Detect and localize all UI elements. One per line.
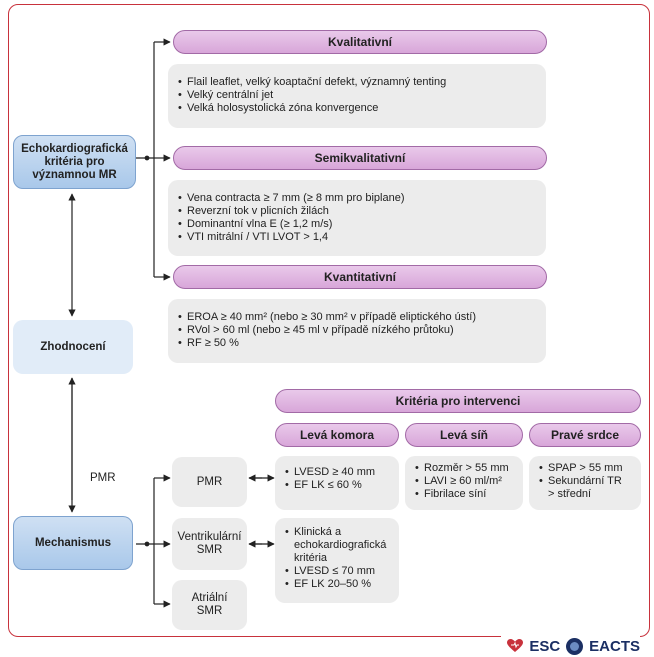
- list-item: VTI mitrální / VTI LVOT > 1,4: [178, 231, 536, 244]
- qualitative-panel: Flail leaflet, velký koaptační defekt, v…: [168, 64, 546, 128]
- list-item: Flail leaflet, velký koaptační defekt, v…: [178, 76, 536, 89]
- pmr-title: PMR: [196, 475, 223, 488]
- asmr-title: Atriální SMR: [191, 592, 228, 617]
- list-item: RVol > 60 ml (nebo ≥ 45 ml v případě níz…: [178, 324, 536, 337]
- pmr-la-panel: Rozměr > 55 mm LAVI ≥ 60 ml/m² Fibrilace…: [405, 456, 523, 510]
- vsmr-title: Ventrikulární SMR: [177, 531, 242, 556]
- list-item: Fibrilace síní: [415, 488, 513, 501]
- qualitative-title: Kvalitativní: [327, 35, 393, 49]
- rh-header: Pravé srdce: [529, 423, 641, 447]
- la-title: Levá síň: [439, 428, 489, 442]
- lv-title: Levá komora: [299, 428, 375, 442]
- eacts-globe-icon: [566, 637, 584, 655]
- list-item: Velký centrální jet: [178, 89, 536, 102]
- lv-header: Levá komora: [275, 423, 399, 447]
- mechanism-box: Mechanismus: [13, 516, 133, 570]
- list-item: RF ≥ 50 %: [178, 337, 536, 350]
- semiquantitative-header: Semikvalitativní: [173, 146, 547, 170]
- list-item: SPAP > 55 mm: [539, 462, 631, 475]
- list-item: Vena contracta ≥ 7 mm (≥ 8 mm pro biplan…: [178, 192, 536, 205]
- echo-criteria-box: Echokardiografická kritéria pro významno…: [13, 135, 136, 189]
- list-item: Velká holosystolická zóna konvergence: [178, 102, 536, 115]
- vsmr-criteria-panel: Klinická a echokardiografická kritéria L…: [275, 518, 399, 603]
- vsmr-box: Ventrikulární SMR: [172, 518, 247, 570]
- quantitative-title: Kvantitativní: [323, 270, 396, 284]
- assessment-label: Zhodnocení: [40, 341, 106, 353]
- quantitative-header: Kvantitativní: [173, 265, 547, 289]
- echo-criteria-label: Echokardiografická kritéria pro významno…: [21, 142, 128, 181]
- logos: ESC EACTS: [501, 636, 640, 656]
- esc-logo-text: ESC: [529, 637, 561, 655]
- esc-heart-icon: [507, 639, 524, 652]
- eacts-logo-text: EACTS: [589, 637, 640, 655]
- intervention-title: Kritéria pro intervenci: [395, 394, 521, 408]
- qualitative-header: Kvalitativní: [173, 30, 547, 54]
- list-item: Dominantní vlna E (≥ 1,2 m/s): [178, 218, 536, 231]
- list-item: Klinická a echokardiografická kritéria: [285, 526, 389, 565]
- list-item: Reverzní tok v plicních žilách: [178, 205, 536, 218]
- pmr-arrow-label: PMR: [90, 472, 116, 484]
- assessment-box: Zhodnocení: [13, 320, 133, 374]
- semiquantitative-panel: Vena contracta ≥ 7 mm (≥ 8 mm pro biplan…: [168, 180, 546, 256]
- intervention-header: Kritéria pro intervenci: [275, 389, 641, 413]
- mechanism-label: Mechanismus: [34, 536, 112, 549]
- list-item: EF LK ≤ 60 %: [285, 479, 389, 492]
- outer-frame: [8, 4, 650, 637]
- pmr-rh-panel: SPAP > 55 mm Sekundární TR > střední: [529, 456, 641, 510]
- rh-title: Pravé srdce: [550, 428, 620, 442]
- la-header: Levá síň: [405, 423, 523, 447]
- list-item: LAVI ≥ 60 ml/m²: [415, 475, 513, 488]
- list-item: EF LK 20–50 %: [285, 578, 389, 591]
- pmr-lv-panel: LVESD ≥ 40 mm EF LK ≤ 60 %: [275, 456, 399, 510]
- asmr-box: Atriální SMR: [172, 580, 247, 630]
- list-item: EROA ≥ 40 mm² (nebo ≥ 30 mm² v případě e…: [178, 311, 536, 324]
- quantitative-panel: EROA ≥ 40 mm² (nebo ≥ 30 mm² v případě e…: [168, 299, 546, 363]
- list-item: Sekundární TR > střední: [539, 475, 631, 501]
- list-item: Rozměr > 55 mm: [415, 462, 513, 475]
- list-item: LVESD ≤ 70 mm: [285, 565, 389, 578]
- pmr-box: PMR: [172, 457, 247, 507]
- list-item: LVESD ≥ 40 mm: [285, 466, 389, 479]
- semiquantitative-title: Semikvalitativní: [314, 151, 406, 165]
